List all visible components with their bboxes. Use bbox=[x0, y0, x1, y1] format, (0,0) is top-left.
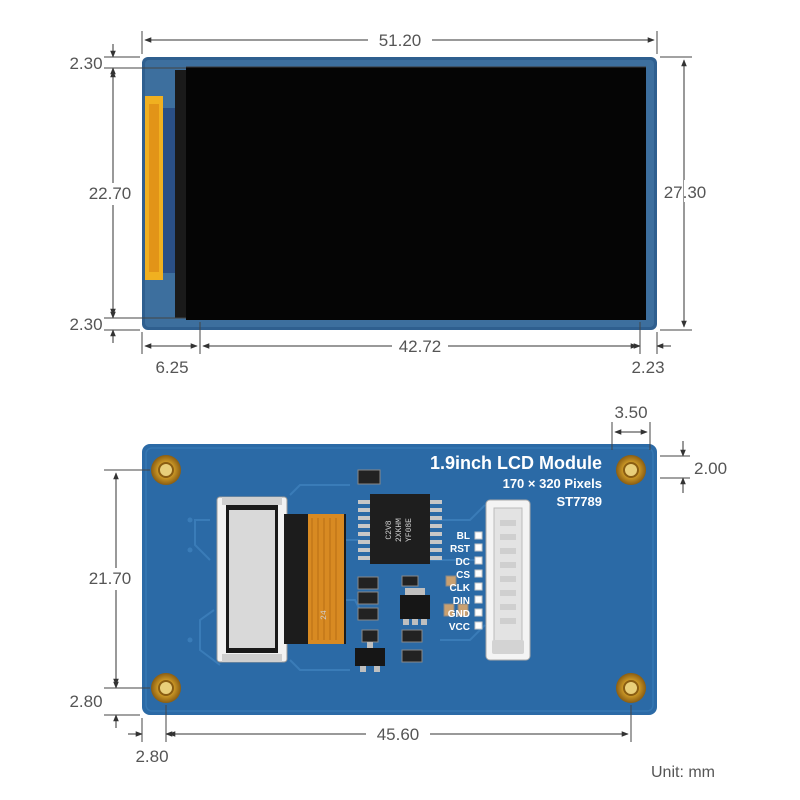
transistor-component bbox=[355, 642, 385, 672]
pin-label-bl: BL bbox=[457, 531, 470, 542]
dim-label-total-height: 27.30 bbox=[664, 183, 707, 202]
lcd-left-glass bbox=[175, 70, 187, 318]
dim-label-hole-spacing-y: 21.70 bbox=[89, 569, 132, 588]
dim-label-hole-offset-x: 3.50 bbox=[614, 403, 647, 422]
lcd-side-fpc-inner bbox=[149, 104, 159, 272]
mounting-hole-bottom-right bbox=[616, 673, 646, 703]
board-driver: ST7789 bbox=[556, 494, 602, 509]
dim-label-active-width: 42.72 bbox=[399, 337, 442, 356]
pin-label-dc: DC bbox=[456, 557, 470, 568]
fpc-number: 24 bbox=[320, 610, 329, 620]
pin-label-clk: CLK bbox=[449, 583, 470, 594]
pin-label-din: DIN bbox=[453, 596, 470, 607]
lcd-side-bar bbox=[163, 108, 175, 273]
mounting-hole-top-right bbox=[616, 455, 646, 485]
pin-header-connector bbox=[485, 499, 531, 661]
board-title: 1.9inch LCD Module bbox=[430, 453, 602, 473]
pin-label-vcc: VCC bbox=[449, 622, 470, 633]
chip-marking-line-1: YF08E bbox=[405, 518, 414, 542]
dim-label-width: 51.20 bbox=[379, 31, 422, 50]
board-resolution: 170 × 320 Pixels bbox=[503, 476, 602, 491]
voltage-regulator bbox=[400, 588, 430, 625]
pin-label-gnd: GND bbox=[448, 609, 470, 620]
front-view: 51.20 2.30 22.70 2.30 27.30 6.25 42.72 bbox=[69, 30, 716, 377]
smd-components bbox=[357, 469, 469, 663]
fpc-ribbon: 24 bbox=[284, 514, 346, 644]
dim-label-left-offset: 2.80 bbox=[135, 747, 168, 766]
chip-marking-line-2: 2XKHM bbox=[395, 518, 404, 542]
pin-label-cs: CS bbox=[456, 570, 470, 581]
pcb-traces bbox=[194, 484, 486, 671]
pin-pads bbox=[474, 531, 483, 630]
lcd-screen bbox=[186, 67, 646, 320]
mounting-hole-top-left bbox=[151, 455, 181, 485]
mounting-hole-bottom-left bbox=[151, 673, 181, 703]
level-shifter-ic: YF08E 2XKHM C2V8 bbox=[358, 494, 442, 564]
dim-label-bottom-offset: 2.80 bbox=[69, 692, 102, 711]
dim-label-hole-spacing-x: 45.60 bbox=[377, 725, 420, 744]
dim-label-top-margin: 2.30 bbox=[69, 54, 102, 73]
fpc-connector bbox=[216, 496, 288, 663]
dim-label-left-margin: 6.25 bbox=[155, 358, 188, 377]
pin-labels: BL RST DC CS CLK DIN GND VCC bbox=[448, 531, 471, 633]
pin-label-rst: RST bbox=[450, 544, 470, 555]
unit-label: Unit: mm bbox=[651, 764, 715, 781]
dim-label-hole-offset-y: 2.00 bbox=[694, 459, 727, 478]
chip-marking-line-3: C2V8 bbox=[385, 520, 394, 539]
back-view: 24 bbox=[69, 403, 727, 766]
dim-label-right-margin: 2.23 bbox=[631, 358, 664, 377]
dim-label-bottom-margin: 2.30 bbox=[69, 315, 102, 334]
dim-label-active-height: 22.70 bbox=[89, 184, 132, 203]
